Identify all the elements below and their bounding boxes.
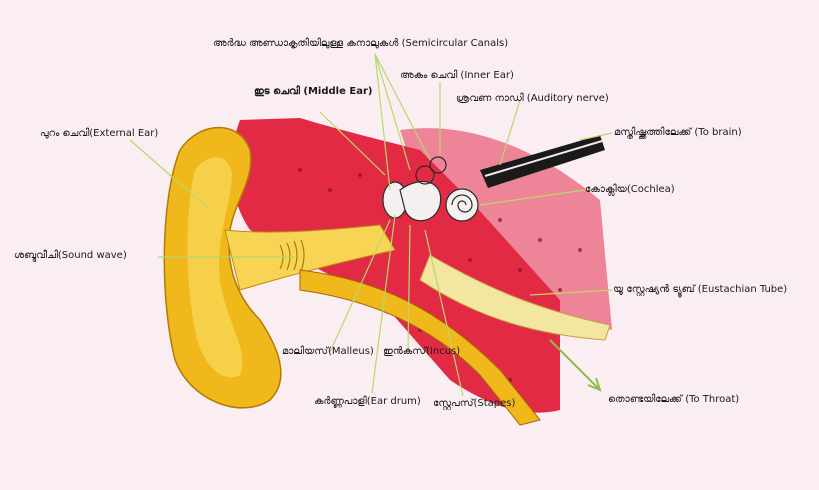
label-sound-wave: ശബ്ദവീചി(Sound wave) bbox=[14, 250, 127, 262]
label-middle-ear: ഇട ചെവി (Middle Ear) bbox=[254, 86, 372, 98]
label-incus: ഇൻകസ്(Incus) bbox=[383, 346, 460, 358]
label-semicircular-canals: അർദ്ധ അണ്ഡാകൃതിയിലുള്ള കനാലുകൾ (Semicirc… bbox=[213, 38, 508, 50]
label-inner-ear: അകം ചെവി (Inner Ear) bbox=[400, 70, 514, 82]
label-external-ear: പുറം ചെവി(External Ear) bbox=[40, 128, 158, 140]
label-auditory-nerve: ശ്രവണ നാഡി (Auditory nerve) bbox=[456, 93, 609, 105]
label-ear-drum: കർണ്ണപാളി(Ear drum) bbox=[314, 396, 421, 408]
label-to-brain: മസ്തിഷ്ക്കത്തിലേക്ക് (To brain) bbox=[614, 127, 742, 139]
label-stapes: സ്റ്റേപസ്(Stapes) bbox=[433, 398, 515, 410]
label-to-throat: തൊണ്ടയിലേക്ക് (To Throat) bbox=[608, 394, 739, 406]
label-malleus: മാലിയസ്(Malleus) bbox=[282, 346, 374, 358]
label-cochlea: കോക്ലിയ(Cochlea) bbox=[585, 184, 675, 196]
label-eustachian-tube: യൂ സ്റ്റേഷ്യൻ ട്യൂബ് (Eustachian Tube) bbox=[613, 284, 787, 296]
